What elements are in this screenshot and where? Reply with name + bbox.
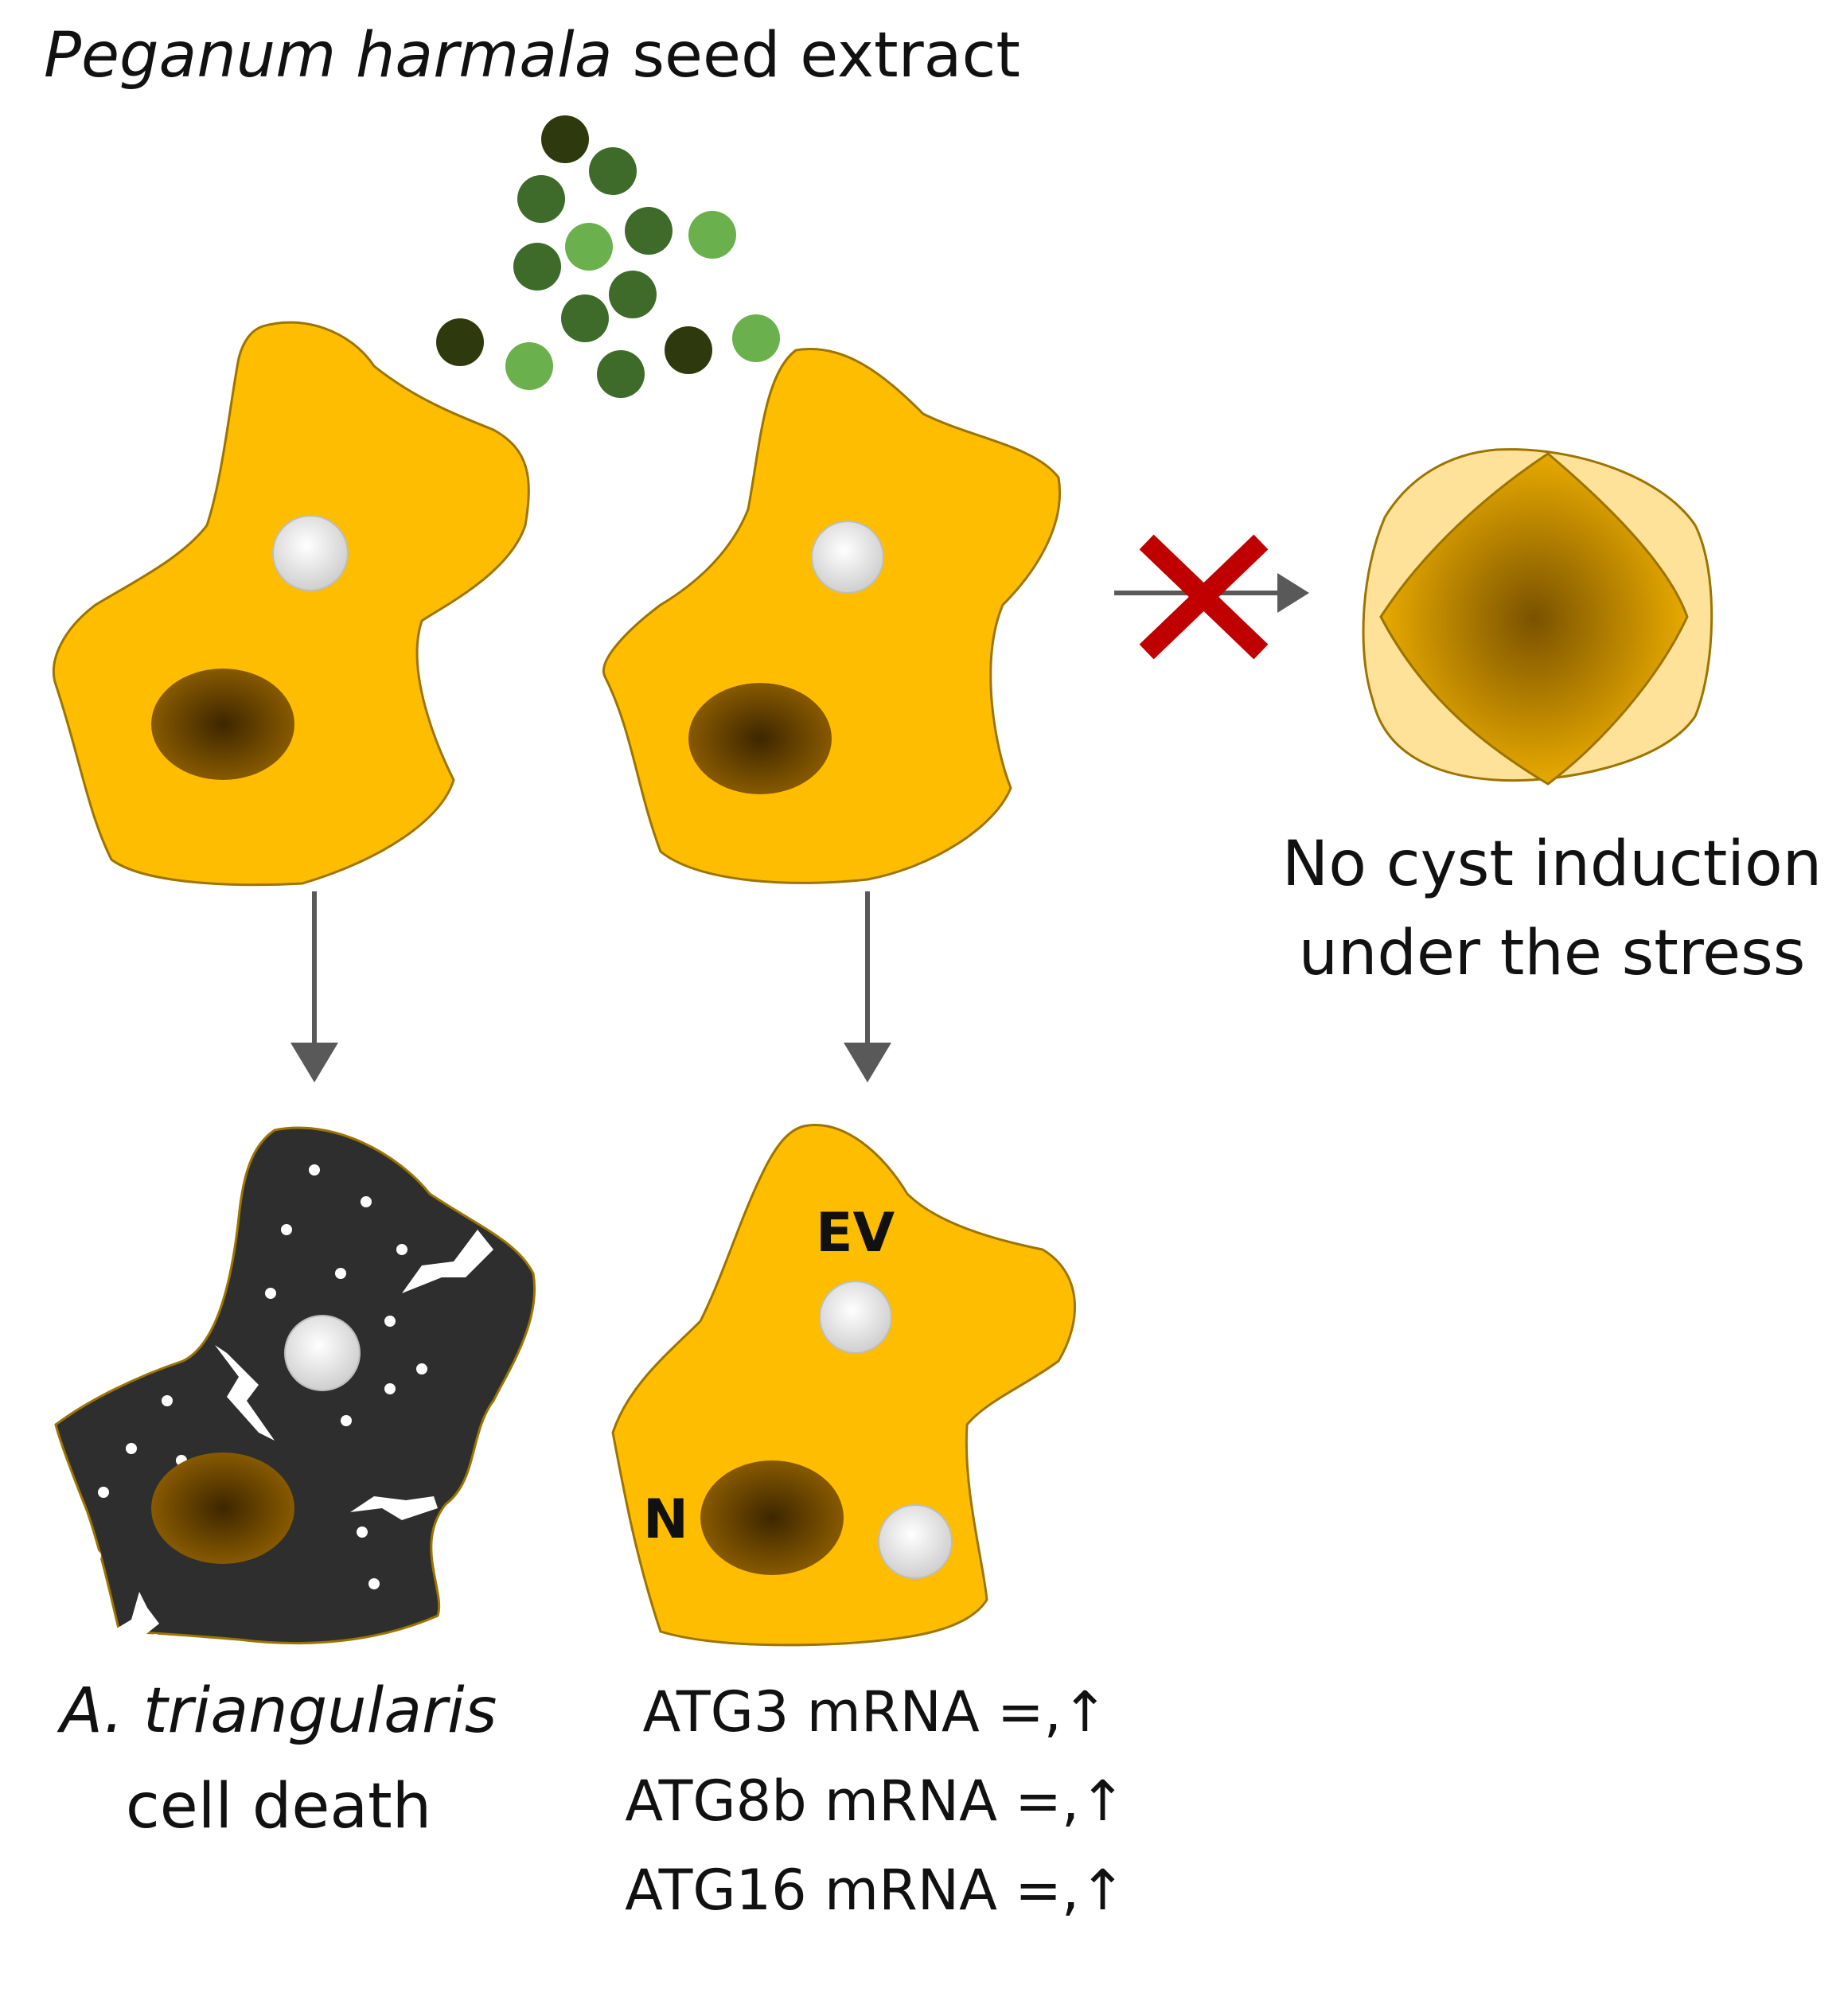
ev-label: EV <box>816 1202 895 1265</box>
title-rest: seed extract <box>632 20 1020 92</box>
extract-dot <box>561 294 609 342</box>
granule <box>150 1634 161 1645</box>
autophagosome <box>878 1504 953 1579</box>
extract-dot <box>589 147 637 195</box>
granule <box>265 1288 276 1299</box>
arrow-down-icon <box>290 891 338 1082</box>
lightning-crack-icon <box>350 1496 438 1520</box>
vacuole <box>819 1281 892 1354</box>
extract-dot <box>597 350 645 398</box>
granule <box>384 1383 396 1394</box>
figure-title: Peganum harmala seed extract <box>44 20 1020 92</box>
cell-death-species: A. triangularis <box>60 1675 497 1747</box>
n-label: N <box>643 1488 688 1551</box>
granule <box>126 1443 137 1454</box>
extract-dot <box>688 211 736 259</box>
dead-cell-body <box>54 1126 536 1645</box>
cyst-wall <box>1379 452 1689 786</box>
extract-dot <box>513 243 561 290</box>
mrna-atg16: ATG16 mRNA =,↑ <box>625 1858 1126 1923</box>
granule <box>357 1527 368 1538</box>
extract-dot <box>625 207 673 255</box>
vacuole <box>811 521 884 594</box>
nucleus <box>151 1452 294 1564</box>
granule <box>335 1268 346 1279</box>
mrna-atg3: ATG3 mRNA =,↑ <box>642 1679 1109 1745</box>
amoeba-treated <box>602 348 1061 884</box>
extract-dots <box>436 115 780 398</box>
granule <box>309 1164 320 1176</box>
extract-dot <box>541 115 589 163</box>
extract-dot <box>505 342 553 390</box>
extract-dot <box>609 271 657 318</box>
x-cross-icon <box>1139 534 1269 660</box>
autophagic-cell <box>611 1124 1076 1647</box>
granule <box>396 1244 407 1255</box>
granule <box>361 1196 372 1207</box>
no-cyst-line1: No cyst induction <box>1281 829 1823 900</box>
granule <box>98 1487 109 1498</box>
nucleus <box>700 1460 844 1575</box>
granule <box>384 1316 396 1327</box>
no-cyst-line2: under the stress <box>1298 918 1806 989</box>
extract-dot <box>665 326 712 374</box>
cell-death-text: cell death <box>125 1771 432 1842</box>
granule <box>341 1415 352 1426</box>
granule <box>416 1363 427 1374</box>
amoeba-untreated <box>52 321 530 887</box>
granule <box>368 1578 380 1589</box>
cell-death-caption: A. triangularis cell death <box>16 1663 541 1854</box>
nucleus <box>688 683 832 794</box>
extract-dot <box>732 314 780 362</box>
cyst <box>1362 448 1713 786</box>
granule <box>162 1395 173 1406</box>
granule <box>90 1550 101 1562</box>
dead-cell <box>54 1126 536 1655</box>
mrna-list: ATG3 mRNA =,↑ ATG8b mRNA =,↑ ATG16 mRNA … <box>557 1667 1194 1935</box>
extract-dot <box>565 223 613 271</box>
amoeba-body <box>602 348 1061 884</box>
species-name: Peganum harmala <box>44 20 613 92</box>
amoeba-body <box>52 321 530 887</box>
inhibited-arrow <box>1114 534 1309 660</box>
no-cyst-caption: No cyst induction under the stress <box>1265 820 1838 998</box>
mrna-atg8b: ATG8b mRNA =,↑ <box>625 1768 1126 1834</box>
nucleus <box>151 669 294 780</box>
extract-dot <box>517 175 565 223</box>
vacuole <box>284 1315 361 1391</box>
extract-dot <box>436 318 484 366</box>
lightning-crack-icon <box>402 1230 493 1293</box>
granule <box>281 1224 292 1235</box>
vacuole <box>272 515 349 591</box>
lightning-crack-icon <box>111 1592 159 1655</box>
arrow-down-icon <box>844 891 891 1082</box>
lightning-crack-icon <box>215 1345 275 1441</box>
